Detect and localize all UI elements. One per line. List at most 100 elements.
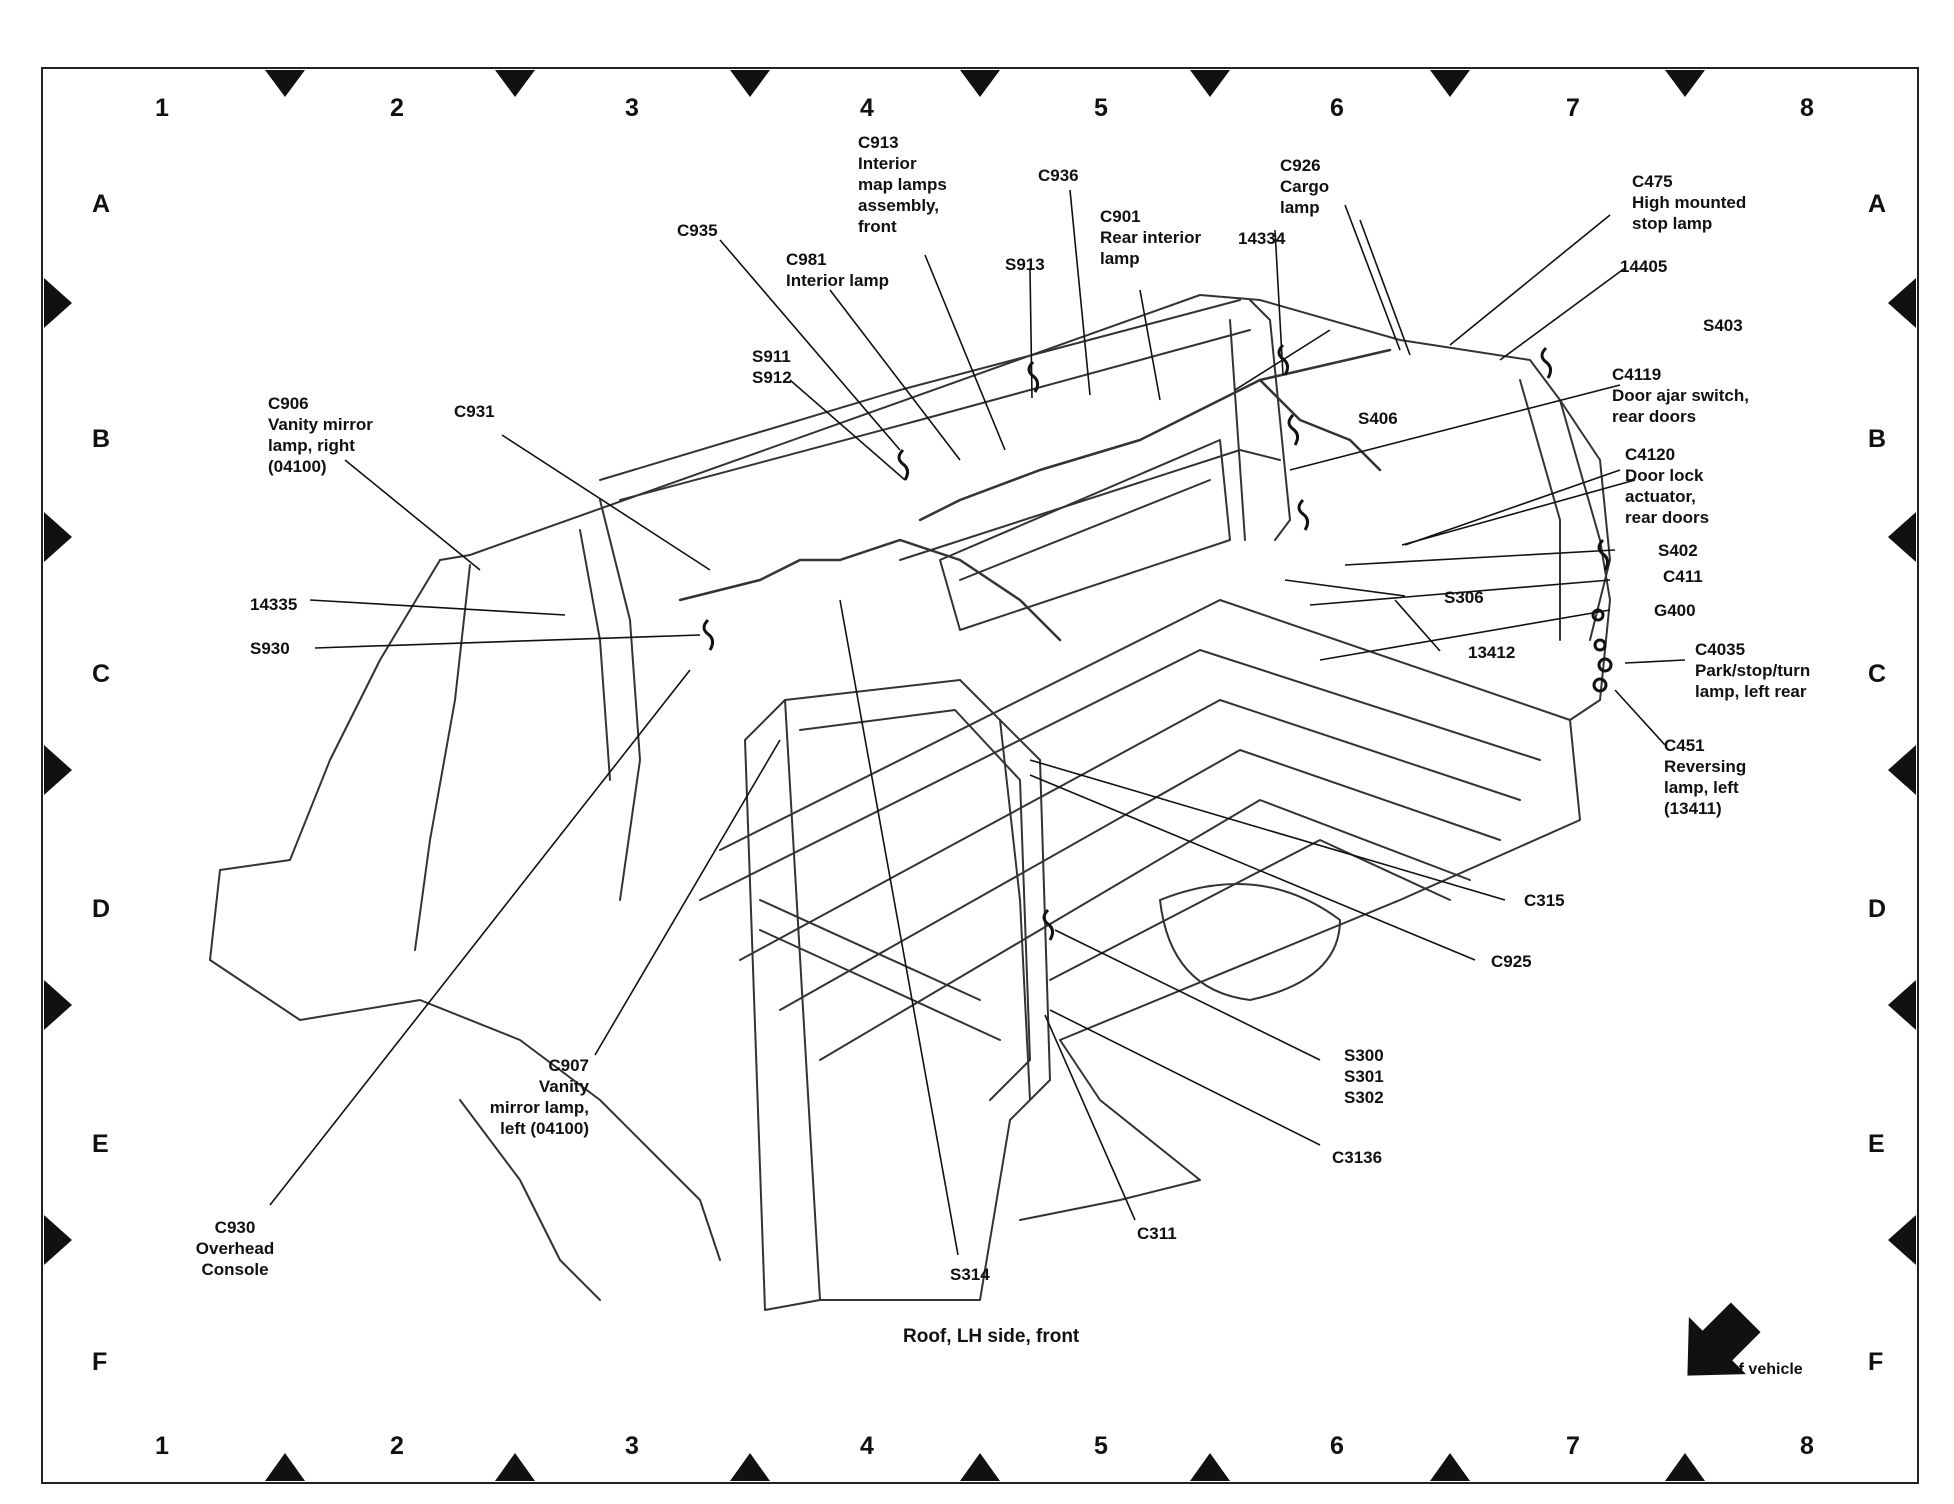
grid-row-label-right: F	[1868, 1348, 1884, 1376]
grid-marker-right	[1888, 278, 1916, 328]
label-line: C935	[677, 221, 718, 240]
label-line: S314	[950, 1265, 990, 1284]
label-line: C4035	[1695, 640, 1746, 659]
grid-column-label-bottom: 4	[860, 1432, 874, 1460]
label-line: C913	[858, 133, 899, 152]
label-14334: 14334	[1238, 228, 1285, 249]
grid-row-label-left: C	[92, 660, 111, 688]
grid-column-label-top: 1	[155, 94, 169, 122]
grid-row-label-right: B	[1868, 425, 1887, 453]
label-line: front	[858, 217, 897, 236]
label-s306: S306	[1444, 587, 1484, 608]
label-line: lamp, left rear	[1695, 682, 1807, 701]
label-line: (13411)	[1664, 799, 1722, 818]
label-s406: S406	[1358, 408, 1398, 429]
grid-marker-left	[44, 278, 72, 328]
grid-column-label-top: 7	[1566, 94, 1580, 122]
grid-marker-top	[1665, 70, 1705, 97]
grid-marker-top	[1430, 70, 1470, 97]
label-14405: 14405	[1620, 256, 1667, 277]
label-14335: 14335	[250, 594, 297, 615]
label-line: C315	[1524, 891, 1565, 910]
grid-marker-bottom	[1430, 1453, 1470, 1481]
grid-marker-bottom	[1190, 1453, 1230, 1481]
grid-column-label-top: 6	[1330, 94, 1344, 122]
label-s913: S913	[1005, 254, 1045, 275]
label-line: G400	[1654, 601, 1696, 620]
label-c936: C936	[1038, 165, 1079, 186]
label-line: C4119	[1612, 365, 1662, 384]
label-line: 14335	[250, 595, 298, 614]
label-line: S301	[1344, 1067, 1384, 1086]
grid-marker-left	[44, 745, 72, 795]
label-line: S300	[1344, 1046, 1384, 1065]
grid-row-label-left: F	[92, 1348, 108, 1376]
label-line: C930	[214, 1218, 256, 1237]
label-line: Console	[201, 1260, 269, 1279]
label-c925: C925	[1491, 951, 1532, 972]
label-line: assembly,	[858, 196, 939, 215]
label-g400: G400	[1654, 600, 1696, 621]
label-c315: C315	[1524, 890, 1565, 911]
leader-lines	[269, 189, 1686, 1256]
grid-marker-left	[44, 980, 72, 1030]
grid-marker-right	[1888, 745, 1916, 795]
label-13412: 13412	[1468, 642, 1515, 663]
label-line: Vanity	[538, 1077, 589, 1096]
grid-column-label-bottom: 3	[625, 1432, 639, 1460]
label-c3136: C3136	[1332, 1147, 1382, 1168]
grid-marker-left	[44, 512, 72, 562]
grid-row-label-right: E	[1868, 1130, 1885, 1158]
label-c931: C931	[454, 401, 495, 422]
grid-marker-bottom	[495, 1453, 535, 1481]
label-line: Reversing	[1664, 757, 1747, 776]
label-line: Cargo	[1280, 177, 1330, 196]
grid-marker-right	[1888, 980, 1916, 1030]
label-line: C311	[1137, 1224, 1177, 1243]
label-line: S403	[1703, 316, 1743, 335]
grid-column-label-bottom: 2	[390, 1432, 404, 1460]
grid-column-label-top: 8	[1800, 94, 1814, 122]
label-line: S306	[1444, 588, 1484, 607]
splice-symbols	[702, 343, 1613, 941]
grid-column-label-top: 4	[860, 94, 874, 122]
label-line: rear doors	[1625, 508, 1710, 527]
grid-marker-top	[265, 70, 305, 97]
grid-row-label-right: C	[1868, 660, 1887, 688]
label-line: lamp, left	[1664, 778, 1739, 797]
grid-column-label-bottom: 8	[1800, 1432, 1814, 1460]
label-line: C4120	[1625, 445, 1676, 464]
label-line: C981	[786, 250, 827, 269]
label-line: S912	[752, 368, 792, 387]
grid-column-label-top: 2	[390, 94, 404, 122]
grid-column-label-bottom: 5	[1094, 1432, 1108, 1460]
label-line: S913	[1005, 255, 1045, 274]
grid-marker-bottom	[960, 1453, 1000, 1481]
label-line: C451	[1664, 736, 1705, 755]
grid-column-label-top: 3	[625, 94, 639, 122]
grid-marker-right	[1888, 512, 1916, 562]
label-line: Overhead	[195, 1239, 275, 1258]
label-line: S402	[1658, 541, 1698, 560]
grid-marker-right	[1888, 1215, 1916, 1265]
label-line: lamp	[1280, 198, 1320, 217]
diagram-caption: Roof, LH side, front	[903, 1326, 1080, 1347]
label-line: mirror lamp,	[489, 1098, 589, 1117]
label-line: C926	[1280, 156, 1321, 175]
grid-row-label-left: D	[92, 895, 111, 923]
label-line: left (04100)	[500, 1119, 589, 1138]
label-line: rear doors	[1612, 407, 1697, 426]
label-line: Interior lamp	[786, 271, 889, 290]
label-line: lamp	[1100, 249, 1140, 268]
label-line: Door ajar switch,	[1612, 386, 1749, 405]
label-s403: S403	[1703, 315, 1743, 336]
